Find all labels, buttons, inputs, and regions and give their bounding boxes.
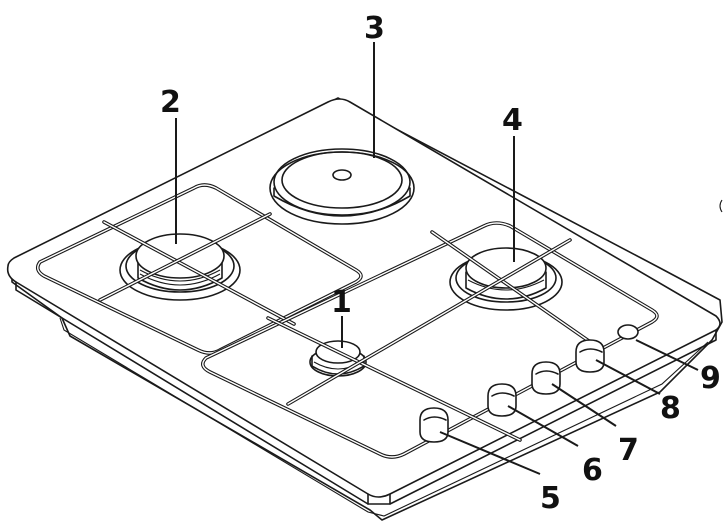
burner-small-front xyxy=(309,340,367,377)
edge-mark xyxy=(719,199,723,213)
ignition-button-9[interactable] xyxy=(617,324,639,340)
callout-4: 4 xyxy=(502,103,523,138)
callout-3: 3 xyxy=(364,11,385,46)
control-knob-6[interactable] xyxy=(487,383,517,417)
callout-2: 2 xyxy=(160,85,181,120)
burner-medium-right xyxy=(449,247,563,311)
pan-support-left xyxy=(35,183,363,355)
callout-9: 9 xyxy=(700,361,721,396)
control-knob-5[interactable] xyxy=(419,407,449,443)
pan-support-right xyxy=(201,221,659,459)
leader-lines xyxy=(175,42,699,475)
burner-large-left xyxy=(119,233,241,301)
control-knob-8[interactable] xyxy=(575,339,605,373)
callout-1: 1 xyxy=(331,285,352,320)
callout-5: 5 xyxy=(540,481,561,516)
electric-hotplate xyxy=(269,148,415,225)
control-knob-7[interactable] xyxy=(531,361,561,395)
callout-6: 6 xyxy=(582,453,603,488)
hob-body xyxy=(6,97,723,521)
callout-7: 7 xyxy=(618,433,639,468)
callout-8: 8 xyxy=(660,391,681,426)
